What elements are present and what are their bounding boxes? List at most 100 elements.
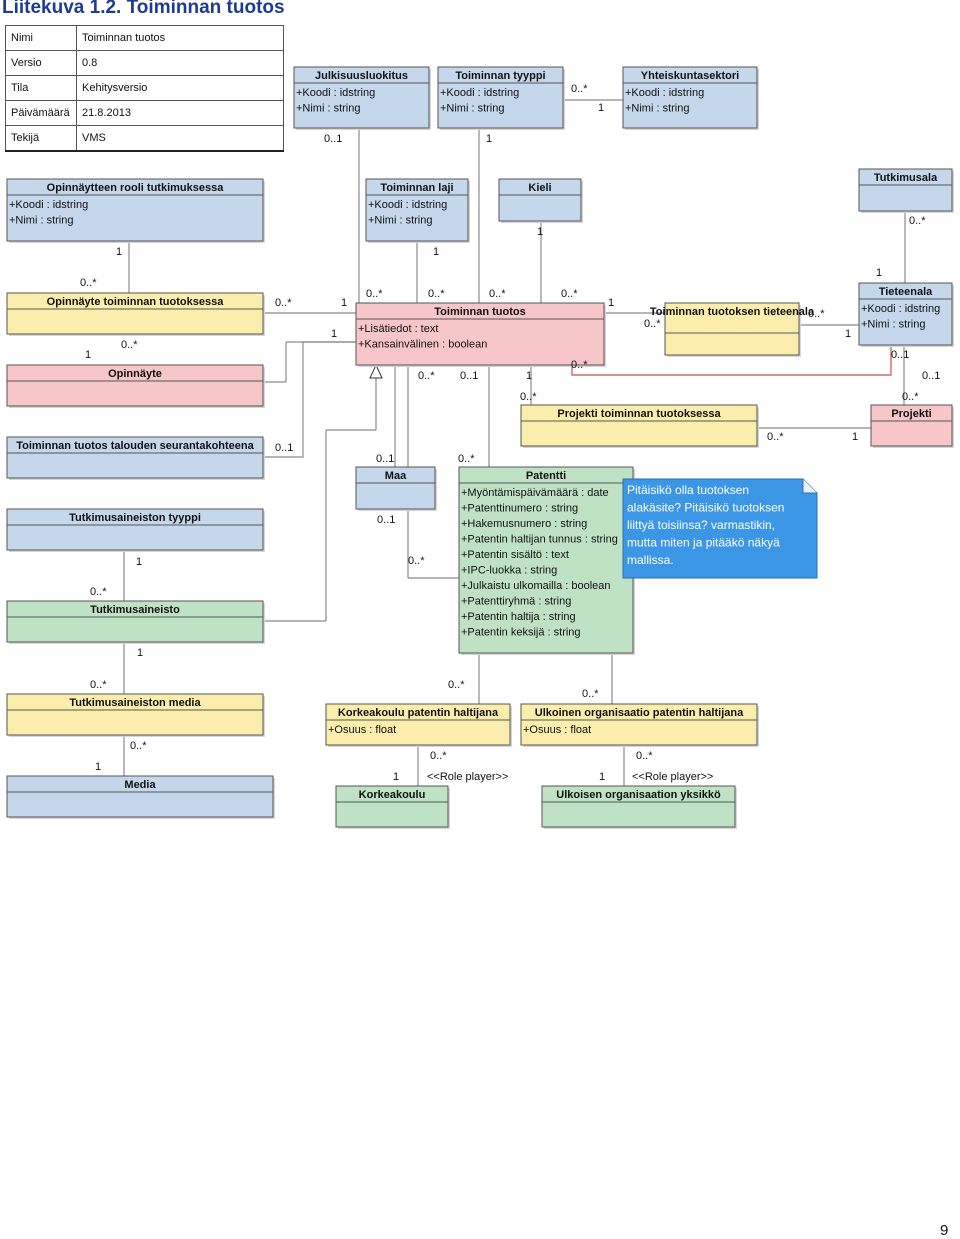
multiplicity-label: 0..*	[366, 288, 383, 300]
class-name: Maa	[385, 470, 407, 482]
multiplicity-label: 0..*	[902, 391, 919, 403]
class-toiminnan-tuotos: Toiminnan tuotos+Lisätiedot : text+Kansa…	[355, 302, 606, 367]
multiplicity-label: 0..*	[909, 215, 926, 227]
multiplicity-label: 1	[95, 761, 101, 773]
class-attribute: +Koodi : idstring	[368, 199, 447, 211]
association-line-highlight	[571, 345, 892, 376]
class-julkisuusluokitus: Julkisuusluokitus+Koodi : idstring+Nimi …	[293, 66, 431, 130]
multiplicity-label: 1	[393, 771, 399, 783]
multiplicity-label: 1	[85, 349, 91, 361]
class-name: Ulkoinen organisaatio patentin haltijana	[535, 707, 744, 719]
multiplicity-label: 0..1	[376, 453, 394, 465]
class-attribute: +Hakemusnumero : string	[461, 518, 587, 530]
class-yhteiskuntasektori: Yhteiskuntasektori+Koodi : idstring+Nimi…	[622, 66, 759, 130]
multiplicity-label: 0..*	[767, 431, 784, 443]
generalization-arrow-icon	[369, 363, 383, 379]
class-name: Media	[124, 779, 156, 791]
class-name: Tutkimusaineisto	[90, 604, 180, 616]
class-korkeakoulu-haltijana: Korkeakoulu patentin haltijana +Osuus : f…	[325, 703, 512, 747]
class-name: Opinnäyte	[108, 368, 162, 380]
class-attribute: +Lisätiedot : text	[358, 323, 438, 335]
multiplicity-label: 1	[537, 226, 543, 238]
class-attribute: +Nimi : string	[625, 103, 690, 115]
multiplicity-label: 0..1	[275, 442, 293, 454]
note-fold-icon	[802, 479, 817, 494]
class-name: Patentti	[526, 470, 566, 482]
multiplicity-label: 0..*	[571, 359, 588, 371]
class-attribute: +Patentin keksijä : string	[461, 627, 581, 639]
class-name: Opinnäytteen rooli tutkimuksessa	[47, 182, 225, 194]
class-attribute: +Patentin haltijan tunnus : string	[461, 534, 618, 546]
page-title: Liitekuva 1.2. Toiminnan tuotos	[2, 0, 285, 18]
class-attribute: +Myöntämispäivämäärä : date	[461, 487, 609, 499]
class-name: Korkeakoulu	[359, 789, 426, 801]
class-tutkimusaineiston-media: Tutkimusaineiston media	[6, 693, 265, 737]
multiplicity-label: 0..*	[430, 750, 447, 762]
class-opinnayte-toiminnan: Opinnäyte toiminnan tuotoksessa	[6, 292, 265, 336]
class-attribute: +Julkaistu ulkomailla : boolean	[461, 580, 611, 592]
class-name: Korkeakoulu patentin haltijana	[338, 707, 499, 719]
class-name: Opinnäyte toiminnan tuotoksessa	[47, 296, 225, 308]
class-toiminnan-tyyppi: Toiminnan tyyppi+Koodi : idstring+Nimi :…	[437, 66, 565, 130]
multiplicity-label: 0..*	[489, 288, 506, 300]
class-attribute: +Patentin haltija : string	[461, 611, 576, 623]
association-line	[263, 341, 356, 458]
multiplicity-label: 0..*	[520, 391, 537, 403]
multiplicity-label: 0..*	[428, 288, 445, 300]
class-attribute: +Koodi : idstring	[296, 87, 375, 99]
class-name: Ulkoisen organisaation yksikkö	[556, 789, 721, 801]
class-tuotoksen-tieteenala: Toiminnan tuotoksen tieteenala	[650, 302, 815, 357]
multiplicity-label: 1	[526, 370, 532, 382]
multiplicity-label: 0..*	[448, 679, 465, 691]
multiplicity-label: 1	[599, 771, 605, 783]
info-key: Nimi	[5, 25, 77, 51]
note-line: mallissa.	[627, 553, 674, 567]
class-attribute: +Koodi : idstring	[625, 87, 704, 99]
class-attribute: +Osuus : float	[328, 724, 396, 736]
class-ulkoisen-yksikko: Ulkoisen organisaation yksikkö	[541, 785, 737, 829]
multiplicity-label: 1	[116, 246, 122, 258]
multiplicity-label: 0..*	[130, 740, 147, 752]
note-line: alakäsite? Pitäisikö tuotoksen	[627, 501, 784, 515]
class-korkeakoulu: Korkeakoulu	[335, 785, 450, 829]
class-projekti-toiminnan: Projekti toiminnan tuotoksessa	[520, 404, 759, 448]
class-name: Tutkimusala	[874, 172, 938, 184]
class-attribute: +Nimi : string	[9, 215, 74, 227]
class-name: Projekti toiminnan tuotoksessa	[557, 408, 721, 420]
class-attribute: +Kansainvälinen : boolean	[358, 339, 487, 351]
class-tutkimusaineiston-tyyppi: Tutkimusaineiston tyyppi	[6, 508, 265, 552]
info-value: VMS	[76, 125, 284, 152]
multiplicity-label: 0..1	[377, 514, 395, 526]
class-toiminnan-laji: Toiminnan laji+Koodi : idstring+Nimi : s…	[365, 178, 470, 243]
class-name: Toiminnan laji	[380, 182, 453, 194]
multiplicity-label: 0..*	[90, 679, 107, 691]
multiplicity-label: 0..*	[636, 750, 653, 762]
class-attribute: +Patentin sisältö : text	[461, 549, 569, 561]
multiplicity-label: 0..*	[90, 586, 107, 598]
class-name: Toiminnan tuotos talouden seurantakohtee…	[16, 440, 254, 452]
multiplicity-label: 0..*	[80, 277, 97, 289]
class-attribute: +Koodi : idstring	[9, 199, 88, 211]
class-name: Tieteenala	[879, 286, 933, 298]
multiplicity-label: 0..*	[582, 688, 599, 700]
class-name: Kieli	[528, 182, 551, 194]
class-projekti: Projekti	[870, 404, 954, 448]
info-key: Versio	[5, 50, 77, 76]
multiplicity-label: 0..*	[571, 83, 588, 95]
class-opinnayte: Opinnäyte	[6, 364, 265, 408]
multiplicity-label: 1	[852, 431, 858, 443]
class-patentti: Patentti +Myöntämispäivämäärä : date +Pate…	[458, 466, 635, 655]
class-kieli: Kieli	[498, 178, 583, 223]
class-attribute: +Osuus : float	[523, 724, 591, 736]
class-name: Julkisuusluokitus	[315, 70, 408, 82]
class-talouden-seuranta: Toiminnan tuotos talouden seurantakohtee…	[6, 436, 265, 480]
class-attribute: +Patenttinumero : string	[461, 503, 578, 515]
stereotype-label: <<Role player>>	[632, 771, 713, 783]
class-name: Tutkimusaineiston media	[69, 697, 201, 709]
info-value: 21.8.2013	[76, 100, 284, 126]
multiplicity-label: 0..1	[922, 370, 940, 382]
